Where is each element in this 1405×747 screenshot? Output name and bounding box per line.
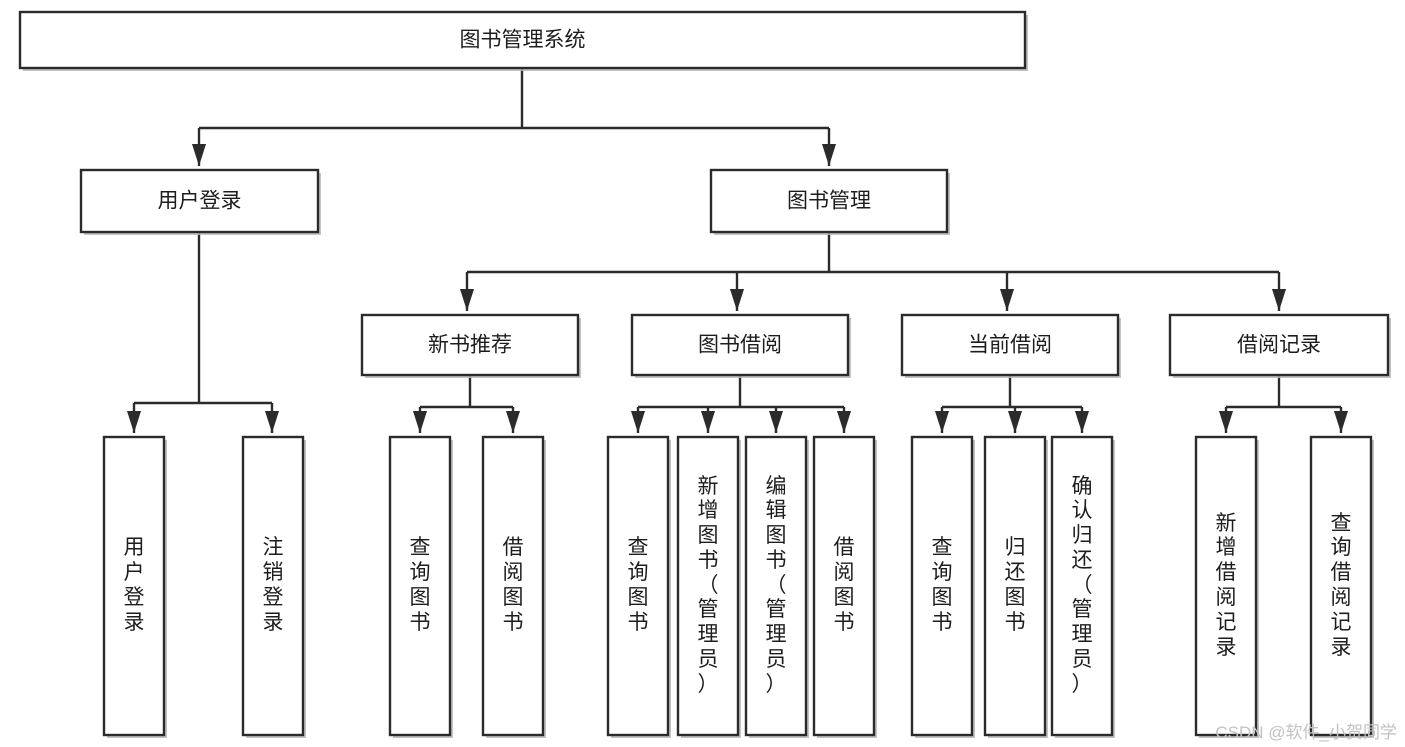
arrow-head-icon: [192, 144, 206, 166]
arrow-head-icon: [1219, 411, 1233, 433]
node-leaf-query-book-2[interactable]: [606, 435, 671, 738]
arrow-head-icon: [701, 411, 715, 433]
arrow-head-icon: [460, 289, 474, 311]
csdn-watermark: CSDN @软件_小贺同学: [1215, 723, 1397, 742]
node-current-borrow-label: 当前借阅: [968, 334, 1052, 357]
node-leaf-edit-book[interactable]: [744, 435, 809, 738]
node-user-login[interactable]: 用户登录: [79, 168, 321, 235]
node-current-borrow[interactable]: 当前借阅: [900, 313, 1121, 378]
node-leaf-confirm-return[interactable]: [1050, 435, 1115, 738]
node-leaf-logout-login[interactable]: [241, 435, 306, 738]
node-user-login-label: 用户登录: [158, 190, 242, 213]
node-book-borrow[interactable]: 图书借阅: [630, 313, 851, 378]
node-leaf-query-book-3[interactable]: [910, 435, 975, 738]
arrow-head-icon: [1000, 289, 1014, 311]
arrow-head-icon: [837, 411, 851, 433]
arrow-head-icon: [730, 289, 744, 311]
connectors-layer: [127, 68, 1348, 433]
node-book-borrow-label: 图书借阅: [698, 334, 782, 357]
arrow-head-icon: [935, 411, 949, 433]
node-root-system-label: 图书管理系统: [460, 29, 586, 52]
node-new-book-rec[interactable]: 新书推荐: [360, 313, 581, 378]
node-leaf-add-book[interactable]: [676, 435, 741, 738]
node-leaf-borrow-book-2[interactable]: [812, 435, 877, 738]
node-leaf-user-login[interactable]: [102, 435, 167, 738]
node-leaf-query-record[interactable]: [1309, 435, 1374, 738]
arrow-head-icon: [1272, 289, 1286, 311]
node-root-system[interactable]: 图书管理系统: [18, 10, 1028, 71]
arrow-head-icon: [1334, 411, 1348, 433]
arrow-head-icon: [822, 144, 836, 166]
node-book-manage[interactable]: 图书管理: [709, 168, 950, 235]
node-borrow-record-label: 借阅记录: [1237, 334, 1321, 357]
node-leaf-add-record[interactable]: [1194, 435, 1259, 738]
node-borrow-record[interactable]: 借阅记录: [1168, 313, 1391, 378]
arrow-head-icon: [127, 411, 141, 433]
arrow-head-icon: [265, 411, 279, 433]
arrow-head-icon: [506, 411, 520, 433]
arrow-head-icon: [769, 411, 783, 433]
node-book-manage-label: 图书管理: [787, 190, 871, 213]
node-leaf-borrow-book-1[interactable]: [481, 435, 546, 738]
node-leaf-query-book-1[interactable]: [388, 435, 453, 738]
arrow-head-icon: [413, 411, 427, 433]
arrow-head-icon: [1075, 411, 1089, 433]
arrow-head-icon: [631, 411, 645, 433]
arrow-head-icon: [1008, 411, 1022, 433]
node-new-book-rec-label: 新书推荐: [428, 334, 512, 357]
node-leaf-return-book[interactable]: [983, 435, 1048, 738]
